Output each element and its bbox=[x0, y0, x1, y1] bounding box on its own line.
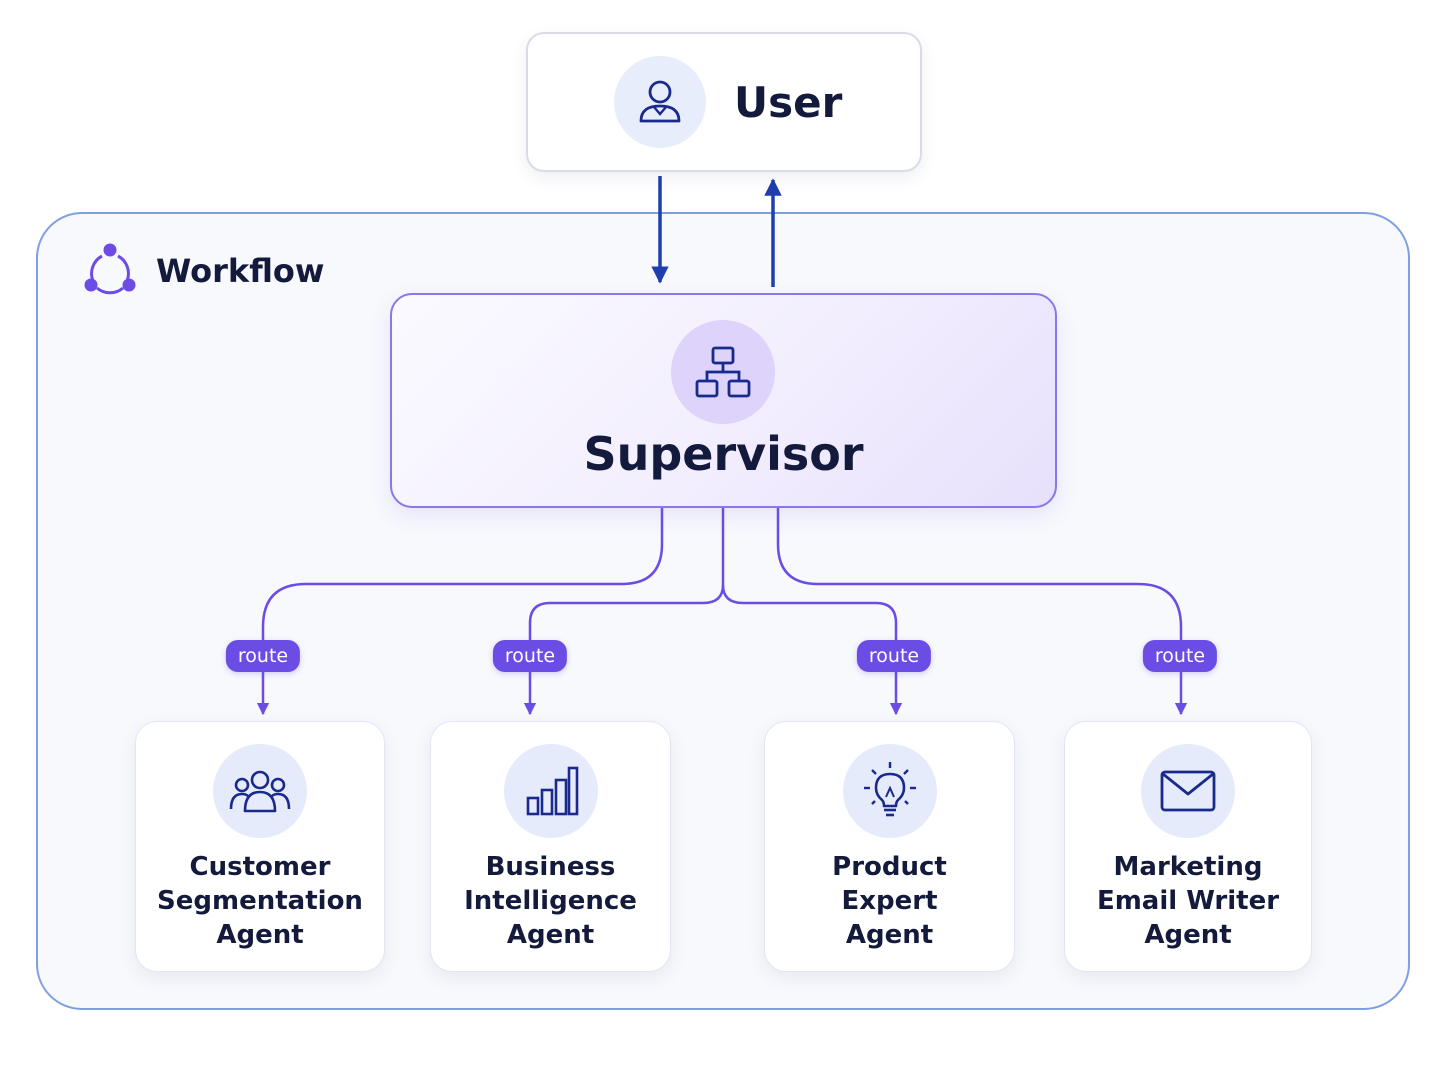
route-line-marketing-email-writer bbox=[776, 508, 1183, 642]
route-line-customer-segmentation bbox=[261, 508, 664, 642]
workflow-header: Workflow bbox=[84, 242, 324, 300]
user-node: User bbox=[526, 32, 922, 172]
agent-name-line: Product bbox=[832, 852, 947, 882]
agent-card-product-expert: Product Expert Agent bbox=[764, 721, 1015, 972]
route-line-business-intelligence bbox=[528, 508, 725, 642]
agent-name-line: Agent bbox=[845, 920, 934, 950]
agent-name-line: Agent bbox=[506, 920, 595, 950]
route-badge-business-intelligence: route bbox=[492, 640, 568, 672]
agent-name-line: Agent bbox=[216, 920, 304, 950]
envelope-icon bbox=[1141, 744, 1235, 838]
agent-name-line: Segmentation bbox=[157, 886, 363, 916]
agent-card-customer-segmentation: Customer Segmentation Agent bbox=[135, 721, 385, 972]
hierarchy-icon bbox=[671, 320, 775, 424]
supervisor-node: Supervisor bbox=[390, 293, 1057, 508]
user-label: User bbox=[734, 78, 843, 127]
agent-name-line: Email Writer bbox=[1096, 886, 1280, 916]
agent-name: Customer Segmentation Agent bbox=[136, 850, 384, 952]
bar-chart-icon bbox=[503, 744, 598, 838]
agent-name-line: Marketing bbox=[1113, 852, 1263, 882]
lightbulb-icon bbox=[842, 744, 937, 838]
workflow-title: Workflow bbox=[156, 252, 325, 290]
agent-name-line: Intelligence bbox=[464, 886, 637, 916]
agent-name: Marketing Email Writer Agent bbox=[1065, 850, 1311, 952]
agent-name-line: Agent bbox=[1144, 920, 1232, 950]
users-group-icon bbox=[213, 744, 307, 838]
agent-name-line: Business bbox=[485, 852, 616, 882]
route-badge-marketing-email-writer: route bbox=[1142, 640, 1218, 672]
supervisor-label: Supervisor bbox=[583, 427, 864, 481]
agent-name: Product Expert Agent bbox=[765, 850, 1014, 952]
route-badge-product-expert: route bbox=[856, 640, 932, 672]
agent-name-line: Expert bbox=[841, 886, 938, 916]
route-badge-customer-segmentation: route bbox=[225, 640, 301, 672]
cycle-icon bbox=[84, 242, 136, 300]
agent-card-marketing-email-writer: Marketing Email Writer Agent bbox=[1064, 721, 1312, 972]
route-line-product-expert bbox=[721, 584, 898, 642]
user-icon bbox=[614, 56, 706, 148]
agent-card-business-intelligence: Business Intelligence Agent bbox=[430, 721, 671, 972]
agent-name-line: Customer bbox=[189, 852, 331, 882]
agent-name: Business Intelligence Agent bbox=[431, 850, 670, 952]
